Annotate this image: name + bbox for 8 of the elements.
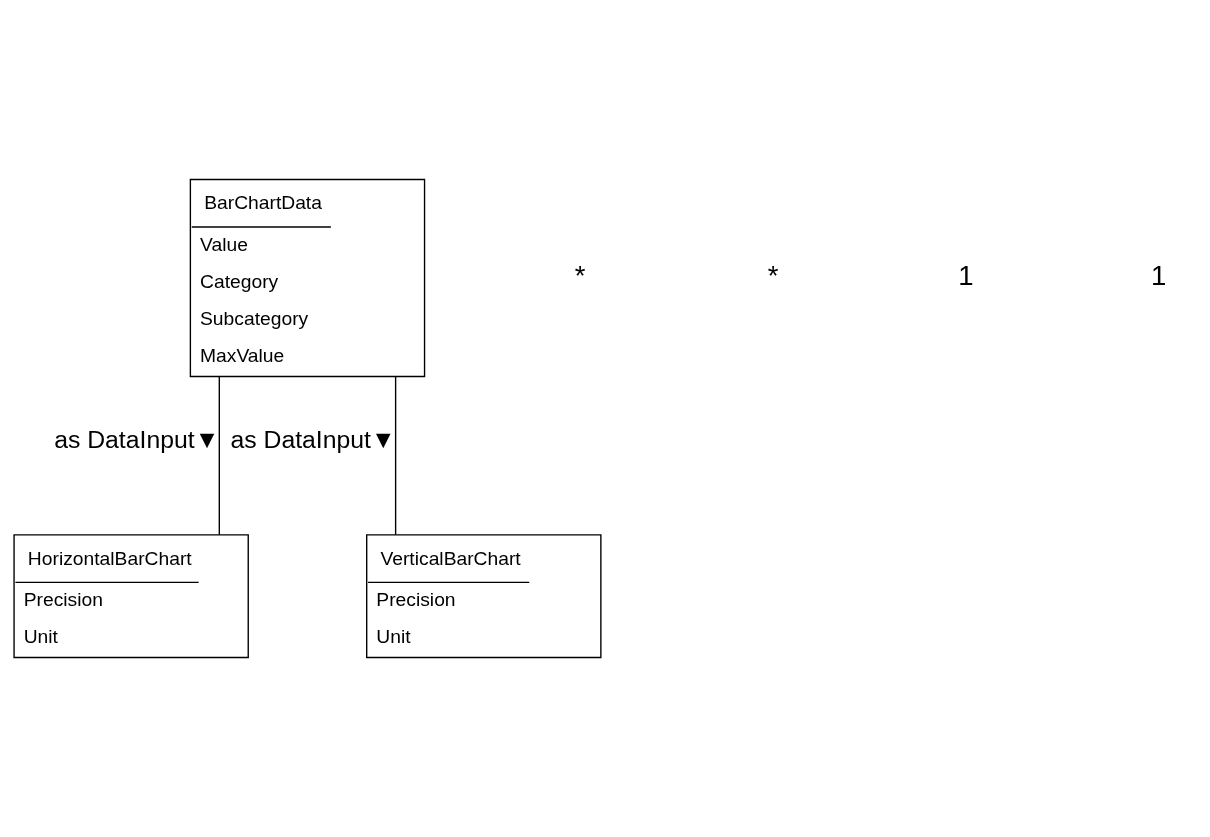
edge-label: as DataInput▼ [54, 425, 220, 453]
label: 1 [958, 259, 974, 291]
connector [218, 375, 220, 536]
label: 1 [1151, 259, 1167, 291]
connector [394, 375, 397, 536]
label: * [767, 259, 779, 291]
edge-label: as DataInput▼ [230, 425, 396, 453]
label: * [574, 259, 586, 291]
